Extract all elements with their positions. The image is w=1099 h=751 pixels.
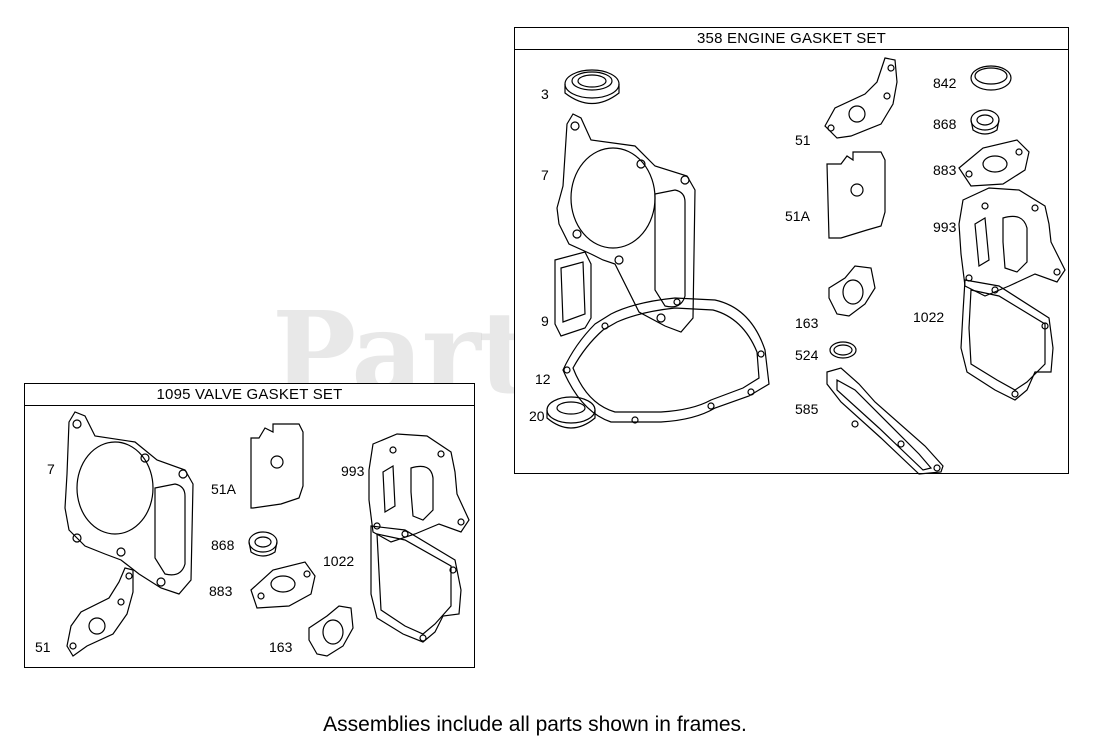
gasket-51a-part[interactable] xyxy=(250,423,304,509)
engine-gasket-drawing xyxy=(546,57,1066,475)
part-label-868: 868 xyxy=(211,537,235,553)
valve-seal-868-part[interactable] xyxy=(970,109,1000,135)
part-label-12: 12 xyxy=(535,371,551,387)
part-label-51a: 51A xyxy=(785,208,810,224)
o-ring-524-part[interactable] xyxy=(829,341,857,359)
valve-gasket-drawing xyxy=(64,411,470,657)
breather-gasket-9-part[interactable] xyxy=(554,251,592,337)
part-label-163: 163 xyxy=(269,639,293,655)
part-label-842: 842 xyxy=(933,75,957,91)
part-label-163: 163 xyxy=(795,315,819,331)
gasket-163-part[interactable] xyxy=(308,605,354,657)
retaining-ring-842-part[interactable] xyxy=(970,65,1012,91)
part-label-883: 883 xyxy=(209,583,233,599)
gasket-51-part[interactable] xyxy=(824,57,898,139)
engine-gasket-set-frame: 358 ENGINE GASKET SET xyxy=(514,27,1069,475)
oil-seal-20-part[interactable] xyxy=(546,396,596,429)
oil-seal-3-part[interactable] xyxy=(564,69,620,105)
gasket-585-part[interactable] xyxy=(826,367,944,475)
gasket-51-part[interactable] xyxy=(66,567,134,657)
part-label-993: 993 xyxy=(933,219,957,235)
valve-cover-gasket-1022-part[interactable] xyxy=(370,525,462,643)
part-label-993: 993 xyxy=(341,463,365,479)
part-label-51: 51 xyxy=(795,132,811,148)
valve-cover-gasket-993-part[interactable] xyxy=(958,187,1066,297)
part-label-1022: 1022 xyxy=(323,553,355,569)
crankcase-gasket-12-part[interactable] xyxy=(562,297,770,424)
part-label-7: 7 xyxy=(541,167,549,183)
valve-seal-868-part[interactable] xyxy=(248,531,278,557)
part-label-51: 51 xyxy=(35,639,51,655)
part-label-7: 7 xyxy=(47,461,55,477)
valve-cover-gasket-993-part[interactable] xyxy=(368,433,470,543)
part-label-524: 524 xyxy=(795,347,819,363)
part-label-883: 883 xyxy=(933,162,957,178)
valve-cover-gasket-1022-part[interactable] xyxy=(960,279,1054,401)
valve-gasket-set-title: 1095 VALVE GASKET SET xyxy=(25,384,474,406)
gasket-51a-part[interactable] xyxy=(826,151,886,239)
part-label-1022: 1022 xyxy=(913,309,945,325)
part-label-9: 9 xyxy=(541,313,549,329)
assemblies-caption: Assemblies include all parts shown in fr… xyxy=(323,713,747,736)
part-label-20: 20 xyxy=(529,408,545,424)
part-label-51a: 51A xyxy=(211,481,236,497)
cylinder-head-gasket-7-part[interactable] xyxy=(556,113,696,333)
part-label-868: 868 xyxy=(933,116,957,132)
intake-gasket-883-part[interactable] xyxy=(250,561,316,609)
cylinder-head-gasket-7-part[interactable] xyxy=(64,411,194,595)
gasket-163-part[interactable] xyxy=(828,265,876,317)
engine-gasket-set-title: 358 ENGINE GASKET SET xyxy=(515,28,1068,50)
part-label-3: 3 xyxy=(541,86,549,102)
intake-gasket-883-part[interactable] xyxy=(958,139,1030,187)
part-label-585: 585 xyxy=(795,401,819,417)
valve-gasket-set-frame: 1095 VALVE GASKET SET xyxy=(24,383,475,668)
